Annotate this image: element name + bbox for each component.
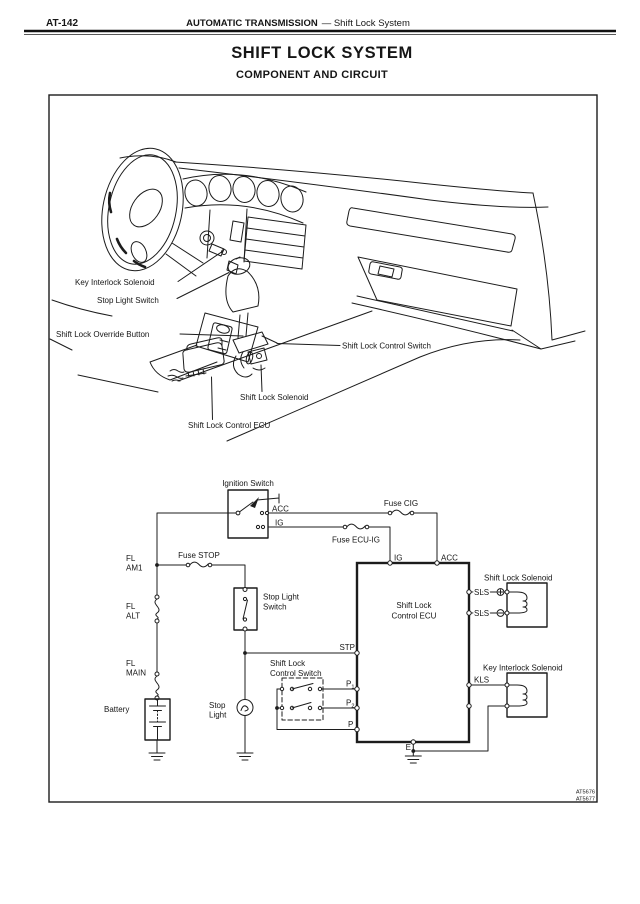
label-fl-am1-1: FL [126,554,136,563]
shift-boot [225,268,260,313]
figure-code-2: AT5677 [576,797,595,803]
shift-knob [227,257,251,275]
label-control-switch-1: Shift Lock [270,659,306,668]
stop-light-switch-symbol: Stop Light Switch [233,587,300,632]
page-subtitle: COMPONENT AND CIRCUIT [236,69,388,81]
terminal-spare [466,703,472,709]
stop-light-lamp-icon: Stop Light [209,699,254,720]
leader-line [176,272,230,299]
shift-lock-control-ecu-box: Shift Lock Control ECU IG ACC STP P1 P2 … [339,554,472,752]
terminal-acc [434,560,440,566]
steering-wheel [101,147,184,272]
terminal-sls-plus [466,589,472,595]
page-number: AT-142 [46,18,78,29]
label-ecu-1: Shift Lock [396,601,432,610]
circuit-diagram: Ignition Switch ACC IG Fuse STOP Fuse CI… [104,479,595,803]
shift-lock-ecu-unit [167,337,225,382]
key-interlock-solenoid-symbol: Key Interlock Solenoid KLS [474,664,563,718]
junction-dot [275,706,279,710]
label-sls-minus: SLS [474,609,489,618]
center-stack [206,208,307,270]
shift-lock-solenoid-symbol: Shift Lock Solenoid SLS SLS [473,574,553,628]
label-fl-am1-2: AM1 [126,564,143,573]
driver-knee-panel [49,299,159,393]
label-fuse-stop: Fuse STOP [178,551,220,560]
label-fl-main-2: MAIN [126,669,146,678]
label-fl-alt-2: ALT [126,612,140,621]
terminal-p [354,726,360,733]
label-shift-lock-override-button: Shift Lock Override Button [56,330,149,339]
shift-lock-control-switch-symbol: Shift Lock Control Switch [270,659,324,721]
label-terminal-stp: STP [339,643,355,652]
label-terminal-p: P [348,720,353,729]
label-stop-light-switch-2: Switch [263,603,287,612]
label-shift-lock-control-switch: Shift Lock Control Switch [342,342,431,351]
door-pillar-lines [511,192,586,350]
page-header: AT-142 AUTOMATIC TRANSMISSION— Shift Loc… [24,18,616,81]
label-kls: KLS [474,676,489,685]
illustration-callouts: Key Interlock Solenoid Stop Light Switch… [56,250,431,430]
terminal-stp [354,650,360,656]
console-floor-lines [177,310,521,442]
label-fuse-cig: Fuse CIG [384,499,418,508]
label-fuse-ecu-ig: Fuse ECU-IG [332,536,380,545]
label-shift-lock-solenoid: Shift Lock Solenoid [240,393,309,402]
label-ecu-2: Control ECU [392,612,437,621]
circuit-wires [156,512,508,752]
glove-box [357,256,518,327]
label-control-switch-2: Control Switch [270,669,322,678]
key-interlock-solenoid-part [208,243,225,257]
label-shift-lock-solenoid: Shift Lock Solenoid [484,574,553,583]
terminal-p1 [354,686,360,692]
label-fl-main-1: FL [126,659,136,668]
override-button-hole [216,324,230,334]
junction-dot [243,651,247,655]
terminal-ig [387,560,393,566]
leader-line [260,364,263,392]
ignition-switch-symbol: Ignition Switch ACC IG [222,479,289,539]
label-fl-alt-1: FL [126,602,136,611]
label-key-interlock-solenoid: Key Interlock Solenoid [483,664,563,673]
running-header: AUTOMATIC TRANSMISSION— Shift Lock Syste… [186,18,410,29]
shift-lock-solenoid-assembly [232,331,278,378]
terminal-kls [466,682,472,688]
ecu-wires [167,369,185,382]
label-ignition-switch: Ignition Switch [222,479,274,488]
label-stop-light-1: Stop [209,701,226,710]
label-battery: Battery [104,705,129,714]
figure-code-1: AT5676 [576,790,595,796]
leader-line [179,333,244,337]
label-acc-contact: ACC [272,505,289,514]
label-ig-contact: IG [275,519,283,528]
terminal-p2 [354,705,360,711]
ecu-connector [185,368,207,378]
dash-trim-strip [346,207,516,253]
component-illustration: Key Interlock Solenoid Stop Light Switch… [49,147,586,442]
label-stop-light-switch: Stop Light Switch [97,296,159,305]
dashboard [49,155,586,393]
page-title: SHIFT LOCK SYSTEM [231,44,413,62]
label-key-interlock-solenoid: Key Interlock Solenoid [75,278,155,287]
label-terminal-p1: P1 [346,680,354,691]
label-terminal-ig: IG [394,554,402,563]
leader-line [276,343,341,346]
terminal-e [410,739,416,745]
label-terminal-p2: P2 [346,699,354,710]
label-stop-light-2: Light [209,711,227,720]
gauge-cluster [184,175,304,213]
label-stop-light-switch-1: Stop Light [263,593,300,602]
label-sls-plus: SLS [474,588,489,597]
terminal-sls-minus [466,610,472,616]
battery-symbol: Battery [104,698,171,741]
leader-line [211,376,213,420]
leader-line [177,250,224,282]
ignition-key-cylinder [199,230,215,246]
label-terminal-e: E [406,743,411,752]
junction-dot [155,563,159,567]
label-terminal-acc: ACC [441,554,458,563]
label-shift-lock-control-ecu: Shift Lock Control ECU [188,421,270,430]
